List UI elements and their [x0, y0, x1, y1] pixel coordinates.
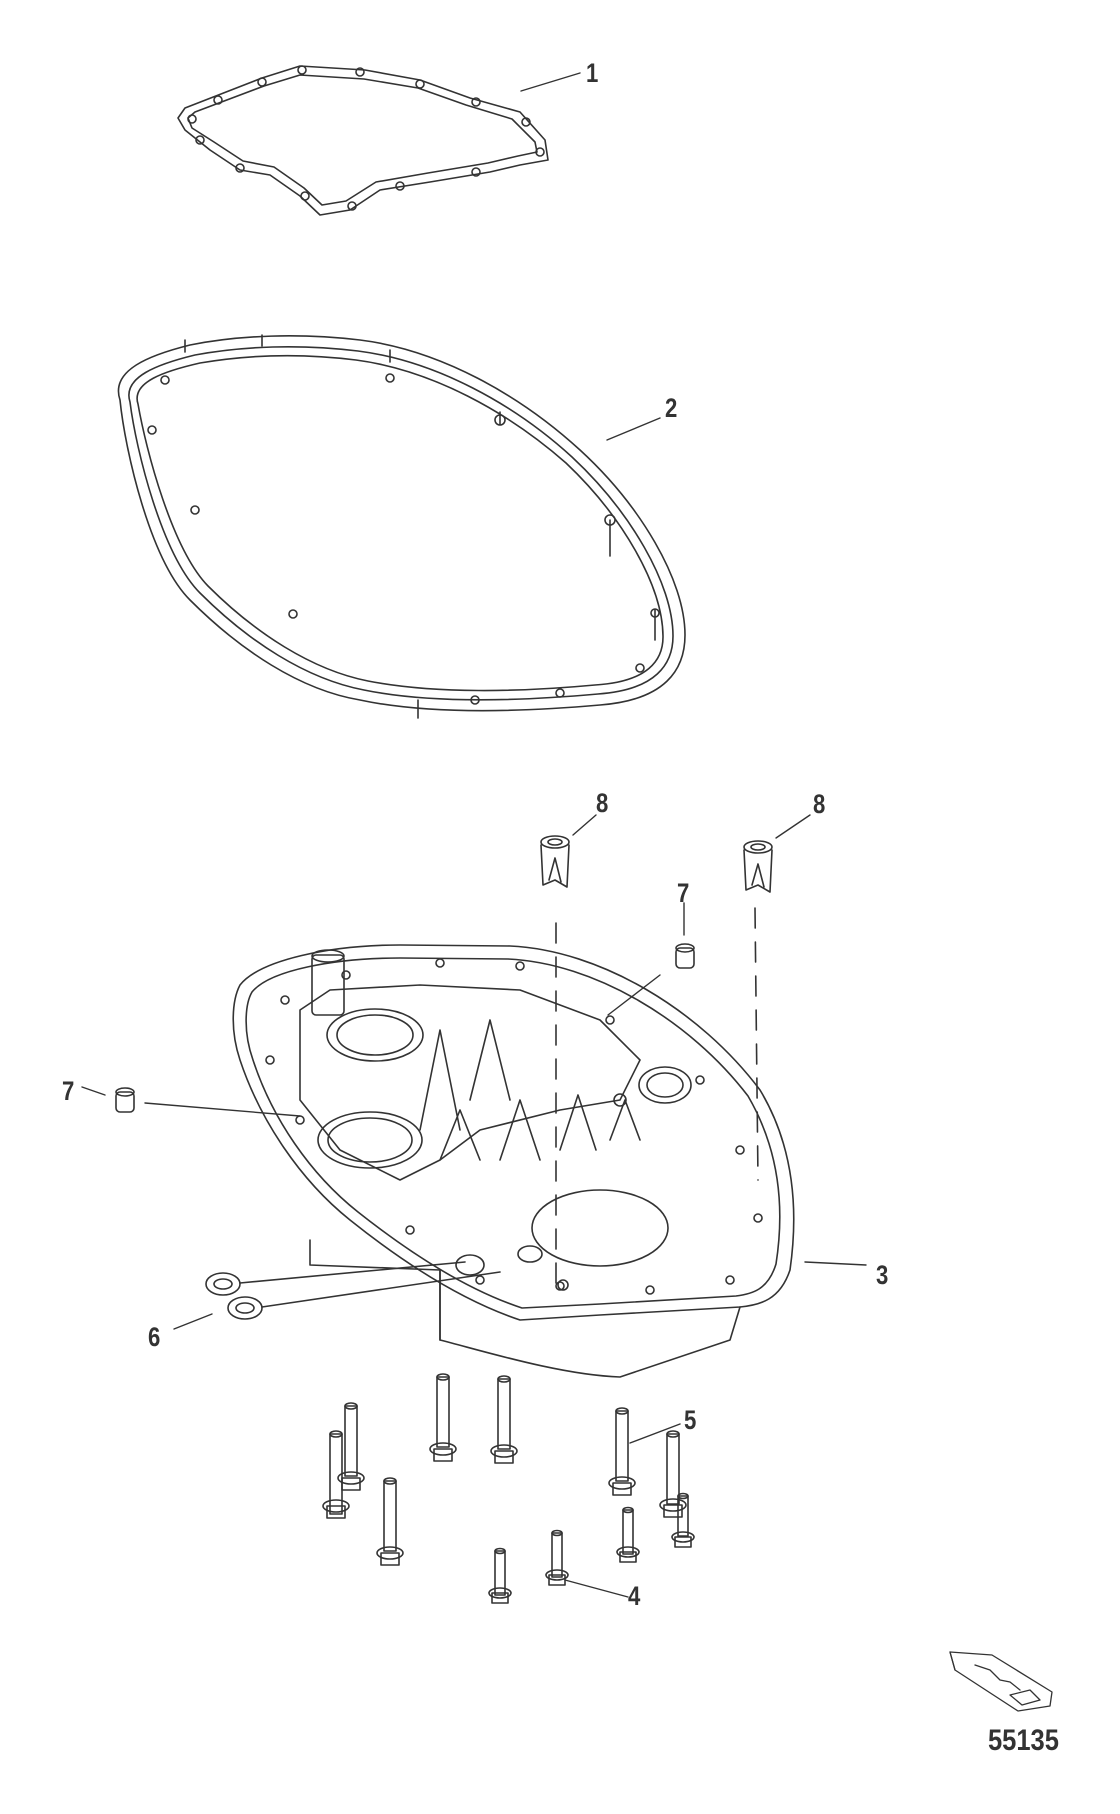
- callout-5: 5: [684, 1405, 697, 1435]
- callout-8-left: 8: [596, 788, 609, 818]
- figure-number: 55135: [988, 1724, 1059, 1757]
- callout-1: 1: [586, 58, 599, 88]
- callout-4: 4: [628, 1581, 641, 1611]
- plug-part-8-right: [744, 841, 772, 892]
- grommet-part-6: [206, 1262, 500, 1319]
- callout-8-right: 8: [813, 789, 826, 819]
- alignment-line-right: [755, 908, 758, 1180]
- dowel-part-7-left: [116, 1088, 134, 1112]
- boat-orientation-icon: [950, 1652, 1052, 1711]
- callout-6: 6: [148, 1322, 161, 1352]
- plug-part-8-left: [541, 836, 569, 887]
- callout-3: 3: [876, 1260, 889, 1290]
- dowel-part-7-right: [676, 944, 694, 968]
- adapter-plate-part-3: [233, 945, 794, 1377]
- leader-lines: [82, 73, 866, 1597]
- seal-part-2: [118, 335, 685, 718]
- gasket-part-1: [178, 66, 548, 215]
- callout-2: 2: [665, 393, 678, 423]
- bolts-part-4-5: [323, 1374, 694, 1603]
- callout-7-right: 7: [677, 878, 690, 908]
- callout-7-left: 7: [62, 1076, 75, 1106]
